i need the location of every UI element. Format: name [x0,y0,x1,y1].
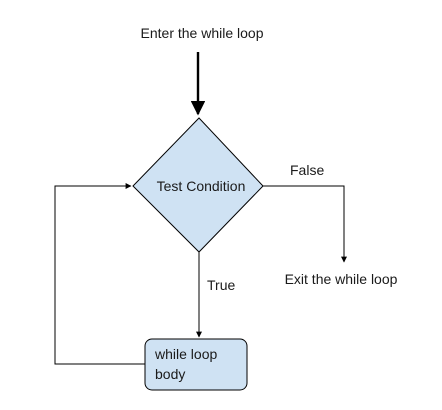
loop-back-arrow [54,183,145,365]
start-label: Enter the while loop [141,25,264,41]
loop-body-label-line1: while loop [154,346,217,362]
false-branch-label: False [290,162,324,178]
exit-label: Exit the while loop [285,271,398,287]
true-branch-label: True [207,277,235,293]
false-branch-arrow [263,185,347,263]
condition-label: Test Condition [157,178,246,194]
loop-body-label-line2: body [155,366,185,382]
